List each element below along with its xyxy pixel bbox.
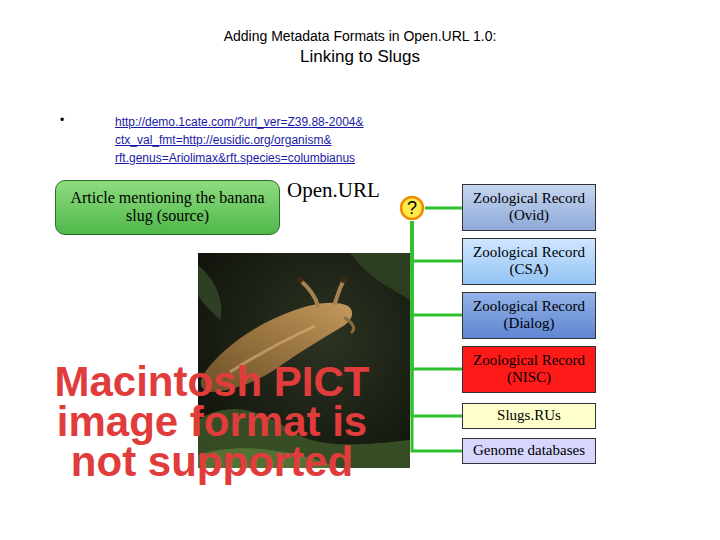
node-text: ?: [399, 195, 425, 221]
slide-title: Linking to Slugs: [0, 47, 720, 67]
node-text: Zoological Record (Ovid): [468, 190, 590, 225]
connector-line: [412, 221, 462, 261]
connector-line: [412, 221, 462, 451]
node-text: Zoological Record (CSA): [468, 244, 590, 279]
target-box: Genome databases: [462, 438, 596, 464]
target-box: Slugs.RUs: [462, 403, 596, 429]
node-text: Genome databases: [473, 442, 585, 459]
target-box: Zoological Record (Ovid): [462, 184, 596, 231]
openurl-label: Open.URL: [287, 178, 397, 203]
node-text: Article mentioning the banana slug (sour…: [61, 189, 274, 226]
target-box: Zoological Record (Dialog): [462, 292, 596, 339]
bullet: •: [60, 113, 80, 127]
node-text: Slugs.RUs: [497, 407, 561, 424]
target-box: Zoological Record (NISC): [462, 346, 596, 393]
node-text: Zoological Record (Dialog): [468, 298, 590, 333]
connector-line: [412, 221, 462, 369]
openurl-link: http://demo.1cate.com/?url_ver=Z39.88-20…: [115, 113, 455, 167]
resolver-circle: ?: [399, 195, 425, 221]
connector-line: [412, 221, 462, 416]
image-watermark: Macintosh PICT image format is not suppo…: [22, 362, 402, 482]
target-box: Zoological Record (CSA): [462, 238, 596, 285]
source-box: Article mentioning the banana slug (sour…: [55, 180, 280, 235]
slide-heading: Adding Metadata Formats in Open.URL 1.0:: [0, 28, 720, 44]
connector-line: [425, 207, 462, 210]
node-text: Zoological Record (NISC): [468, 352, 590, 387]
connector-line: [412, 221, 462, 315]
